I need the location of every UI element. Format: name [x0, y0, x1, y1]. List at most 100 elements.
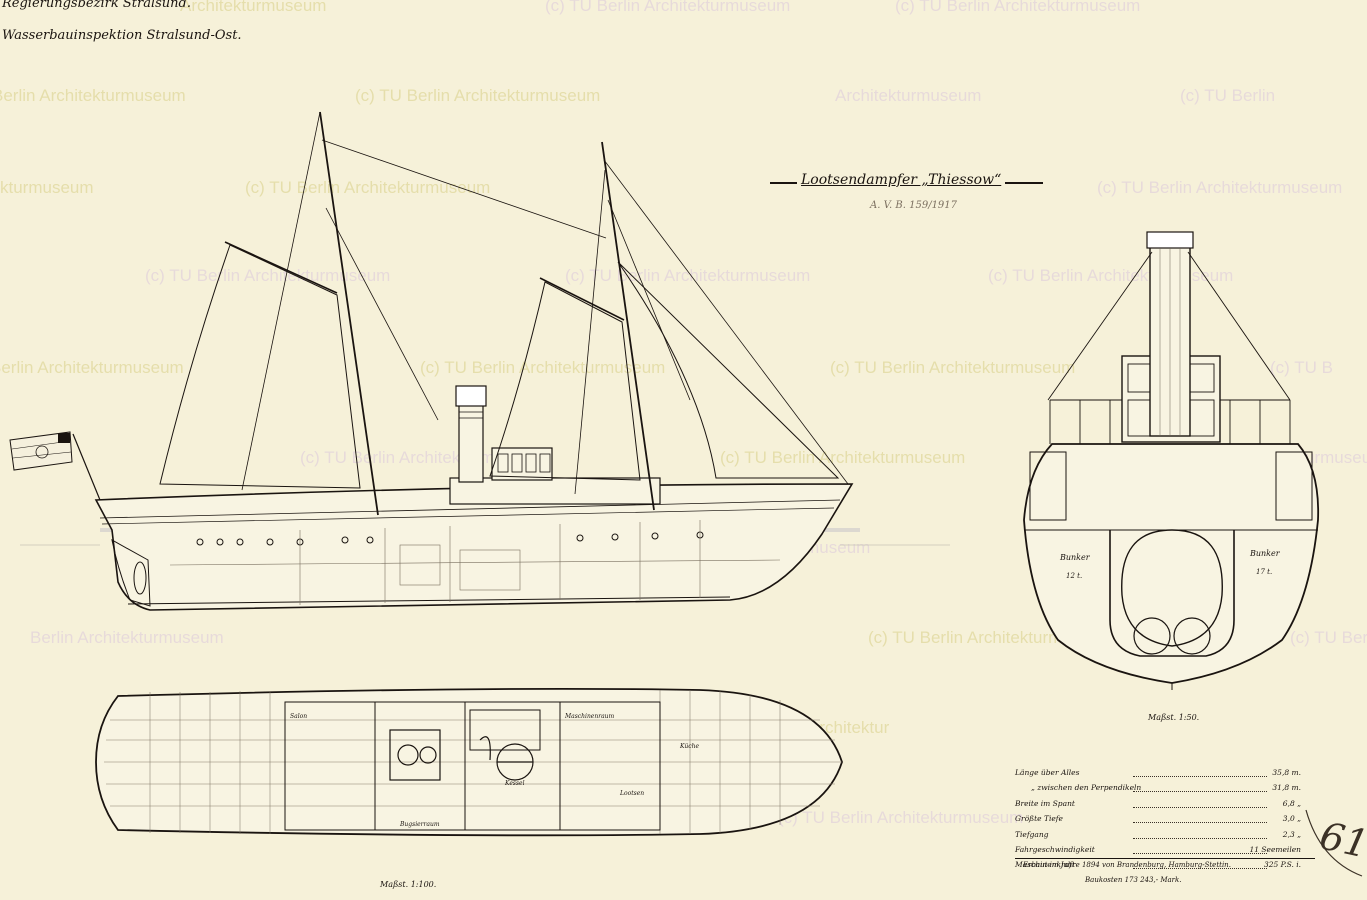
spec-rule: [1015, 858, 1315, 859]
spec-label: „ zwischen den Perpendikeln: [1031, 783, 1142, 793]
watermark: (c) TU Berlin Architekturmuseum: [245, 178, 491, 197]
watermark: (c) TU Berl: [1290, 628, 1367, 647]
watermark: Berlin Architekturmuseum: [30, 628, 224, 647]
wheelhouse-windows: [497, 453, 551, 473]
label-bunker-left-cap: 12 t.: [1066, 572, 1082, 580]
label-maschinenraum: Maschinenraum: [564, 713, 615, 720]
spec-row: Größte Tiefe 3,0 „: [1015, 812, 1315, 827]
spec-value: 2,3 „: [1282, 829, 1301, 839]
watermark: (c) TU Berlin Architekturmuseum: [355, 86, 601, 105]
spec-row: Länge über Alles 35,8 m.: [1015, 766, 1315, 781]
fore-sail: [159, 244, 361, 489]
main-sail: [489, 281, 641, 481]
spec-table: Länge über Alles 35,8 m. „ zwischen den …: [1015, 766, 1315, 884]
hull-outline: [94, 483, 854, 611]
watermark: (c) TU Berlin Architekturmuseum: [1097, 178, 1343, 197]
label-bunker-right: Bunker: [1249, 549, 1281, 558]
scale-section: Maßst. 1:50.: [1148, 713, 1200, 722]
propeller: [133, 561, 147, 595]
rub-rail: [101, 507, 835, 525]
spec-cost: Baukosten 173 243,- Mark.: [1085, 876, 1182, 884]
watermark: (c) TU Berlin Architekturmuseum: [300, 448, 546, 467]
spec-value: 31,8 m.: [1272, 783, 1301, 793]
watermark: (c) TU Berlin Architekturmuseum: [895, 0, 1141, 15]
rudder: [111, 539, 151, 607]
keel-line: [127, 596, 731, 605]
spec-row: Maschinenkraft 325 P.S. i.: [1015, 858, 1315, 873]
spec-value: 325 P.S. i.: [1263, 860, 1301, 870]
main-mast: [601, 141, 655, 511]
header-inspection: Wasserbauinspektion Stralsund-Ost.: [2, 28, 242, 43]
section-hull: [1023, 443, 1320, 684]
spec-row: Breite im Spant 6,8 „: [1015, 797, 1315, 812]
watermark: (c) TU Berlin Architekturmuseum: [420, 358, 666, 377]
section-coal-frame: [1109, 530, 1235, 657]
flag-pole: [72, 433, 101, 501]
header-district: Regierungsbezirk Stralsund.: [2, 0, 191, 11]
watermark: (c) TU Berlin Architekturmuseum: [545, 0, 791, 15]
watermark: (c) TU Berlin Architekturmuseum: [720, 448, 966, 467]
fore-gaff: [224, 241, 338, 294]
spec-label: Fahrgeschwindigkeit: [1015, 844, 1095, 854]
watermark: kturmuseum: [0, 178, 94, 197]
spec-label: Größte Tiefe: [1015, 814, 1063, 824]
spec-label: Breite im Spant: [1015, 798, 1075, 808]
deckhouse: [449, 477, 661, 505]
main-gaff: [539, 277, 625, 321]
spec-value: 35,8 m.: [1272, 768, 1301, 777]
watermark: (c) TU Berlin Architekturmuseum: [778, 808, 1024, 827]
watermark: (c) TU Berlin: [1180, 86, 1276, 105]
scale-plan: Maßst. 1:100.: [380, 880, 437, 889]
watermark: Architekturmuseum: [835, 86, 982, 105]
engine-machinery: [389, 729, 534, 781]
funnel: [458, 401, 484, 483]
ensign-flag: [9, 431, 73, 471]
label-salon: Salon: [290, 713, 307, 720]
deck-rooms: [284, 701, 661, 831]
spec-row: Fahrgeschwindigkeit 11 Seemeilen: [1015, 843, 1315, 858]
sheer-line: [99, 499, 841, 519]
spec-row: Tiefgang 2,3 „: [1015, 828, 1315, 843]
drawing-title: Lootsendampfer „Thiessow“: [797, 172, 1006, 188]
funnel-top: [455, 385, 487, 407]
spec-label: Tiefgang: [1015, 829, 1049, 839]
watermark: (c) TU Berlin Architekturmuseum: [145, 266, 391, 285]
fore-mast: [319, 111, 379, 516]
section-stay-left: [1047, 251, 1153, 401]
page-mark-bracket: [1305, 809, 1363, 877]
portholes: [196, 531, 704, 546]
watermark: (c) TU Berlin Architekturmuseum: [830, 358, 1076, 377]
label-kessel: Kessel: [504, 780, 525, 787]
signature: A. V. B. 159/1917: [870, 200, 958, 211]
label-bugsier: Bugsierraum: [399, 821, 440, 828]
label-lootsen: Lootsen: [619, 790, 644, 797]
label-kueche: Küche: [679, 743, 699, 750]
furnace-right: [1173, 617, 1211, 655]
jib-sail: [617, 261, 840, 479]
label-bunker-left: Bunker: [1059, 553, 1091, 562]
boiler-outline: [1121, 529, 1223, 647]
label-bunker-right-cap: 17 t.: [1256, 568, 1272, 576]
watermark: Berlin Architekturmuseum: [0, 86, 186, 105]
rigging: [241, 111, 849, 495]
spec-built: Erbaut im Jahre 1894 von Brandenburg, Ha…: [1023, 861, 1231, 869]
watermark: (c) TU Berlin Architekturmuseum: [868, 628, 1114, 647]
spec-row: „ zwischen den Perpendikeln 31,8 m.: [1015, 781, 1315, 796]
watermark: Berlin Architekturmuseum: [0, 358, 184, 377]
watermark: Architekturmuseum: [180, 0, 327, 15]
spec-label: Länge über Alles: [1015, 768, 1080, 777]
section-window-right: [1275, 451, 1313, 521]
furnace-left: [1133, 617, 1171, 655]
hull-internal-lines: [169, 520, 781, 605]
spec-value: 11 Seemeilen: [1249, 844, 1301, 854]
watermark: Architektur: [808, 718, 890, 737]
watermark: (c) TU B: [1270, 358, 1333, 377]
spec-label: Maschinenkraft: [1015, 860, 1075, 870]
section-window-left: [1029, 451, 1067, 521]
spec-value: 3,0 „: [1282, 814, 1301, 824]
spec-value: 6,8 „: [1282, 798, 1301, 808]
